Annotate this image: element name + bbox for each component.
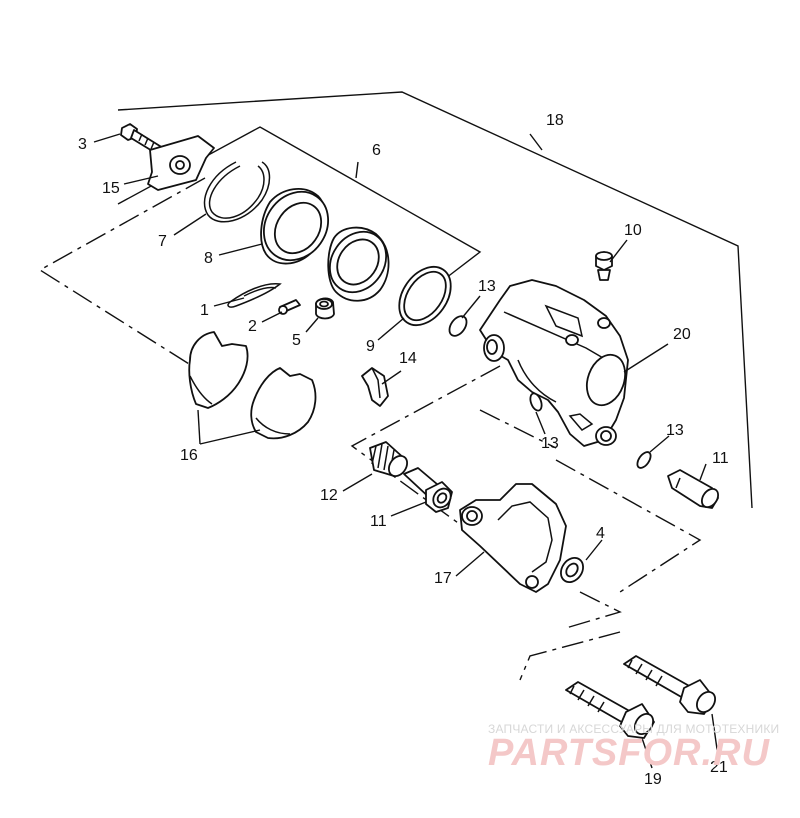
callout-labels: 3 15 7 8 1 2 5 9 6 13 18 10 20 14 16 13 …	[78, 112, 729, 788]
callout-13a: 13	[478, 278, 496, 295]
callout-10: 10	[624, 222, 642, 239]
callout-14: 14	[399, 350, 417, 367]
part-11-sleeve-right	[667, 469, 720, 509]
callout-18: 18	[546, 112, 564, 129]
watermark-logo: PARTSFOR.RU	[488, 732, 770, 774]
callout-2: 2	[248, 318, 257, 335]
callout-3: 3	[78, 136, 87, 153]
part-19-bolt	[565, 681, 655, 739]
part-7-ring	[203, 161, 271, 223]
callout-13c: 13	[666, 422, 684, 439]
part-4-washer	[560, 557, 584, 583]
callout-1: 1	[200, 302, 209, 319]
callout-4: 4	[596, 525, 605, 542]
part-2-cotter	[278, 299, 301, 315]
callout-7: 7	[158, 233, 167, 250]
callout-11a: 11	[370, 513, 387, 530]
part-piston	[327, 226, 390, 302]
leader-lines	[93, 133, 719, 769]
watermark-tagline: ЗАПЧАСТИ И АКСЕССУАРЫ ДЛЯ МОТОТЕХНИКИ	[488, 722, 780, 736]
callout-12: 12	[320, 487, 338, 504]
part-16-pads	[188, 331, 317, 440]
part-13-orings	[448, 315, 652, 469]
part-14-clip	[361, 367, 389, 407]
callout-20: 20	[673, 326, 691, 343]
part-1-pin	[227, 283, 282, 308]
callout-17: 17	[434, 570, 452, 587]
part-17-bracket	[459, 483, 567, 593]
part-5-bushing	[315, 297, 335, 320]
part-9-seal	[398, 266, 452, 326]
callout-15: 15	[102, 180, 120, 197]
part-12-spring	[369, 441, 408, 478]
callout-9: 9	[366, 338, 375, 355]
assembly-brackets	[38, 91, 753, 681]
callout-6: 6	[372, 142, 381, 159]
callout-16: 16	[180, 447, 198, 464]
part-8-boot	[260, 188, 329, 265]
callout-8: 8	[204, 250, 213, 267]
part-20-caliper	[479, 279, 629, 447]
callout-13b: 13	[541, 435, 559, 452]
callout-5: 5	[292, 332, 301, 349]
part-15-plate	[147, 135, 215, 191]
callout-21: 21	[710, 759, 728, 776]
part-21-bolt	[623, 655, 716, 715]
part-11-sleeve-left	[403, 467, 453, 513]
callout-19: 19	[644, 771, 662, 788]
callout-11b: 11	[712, 450, 729, 467]
part-10-bleeder	[595, 251, 613, 281]
